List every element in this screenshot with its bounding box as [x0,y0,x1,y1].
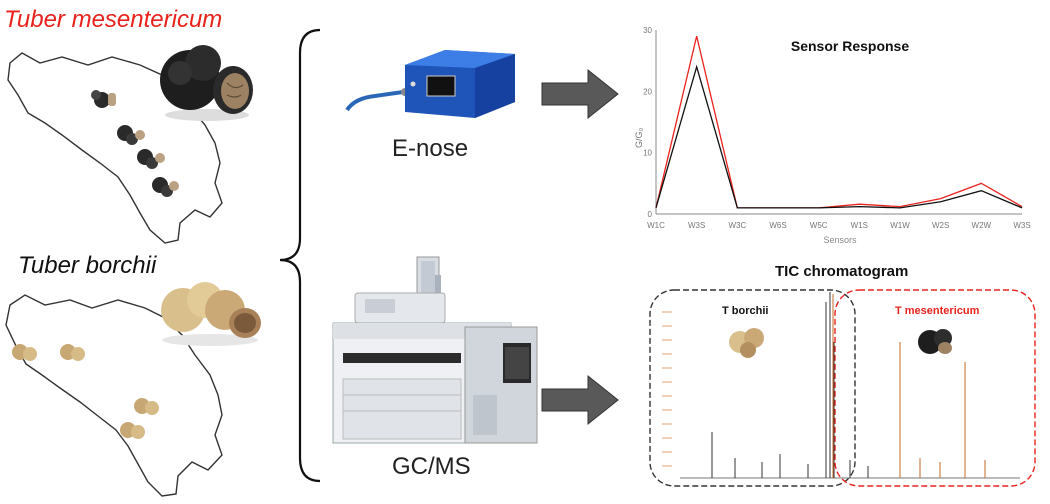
enose-device-icon [345,50,515,118]
x-tick-label: W6S [769,221,786,230]
truffle-icon [91,90,116,108]
y-tick-label: 0 [648,210,653,219]
y-tick-label: 30 [643,26,652,35]
brace-connector [279,28,321,483]
sensor-response-chart: Sensor Response G/G₀ Sensors W1C W3S W3C W6… [634,26,1031,245]
x-tick-label: W3C [728,221,746,230]
black-truffle-thumb-icon [918,329,952,354]
arrow-right-icon [541,374,619,426]
truffle-icon [137,149,165,169]
truffle-icon [60,344,85,361]
x-tick-label: W2S [932,221,949,230]
x-tick-label: W1S [851,221,868,230]
x-axis-label: Sensors [823,235,857,245]
white-truffle-icon [161,282,261,346]
truffle-icon [117,125,145,145]
x-tick-label: W1W [890,221,910,230]
y-tick-label: 10 [643,149,652,158]
gcms-instrument-icon [332,256,538,444]
black-truffle-icon [160,45,253,121]
x-tick-label: W3S [1013,221,1030,230]
truffle-icon [120,422,145,439]
truffle-icon [12,344,37,361]
tic-annotation-mesentericum: T mesentericum [895,305,980,317]
x-tick-label: W3S [688,221,705,230]
region-map-top [7,52,223,244]
arrow-right-icon [541,68,619,120]
truffle-icon [134,398,159,415]
y-axis-label: G/G₀ [634,127,644,148]
region-map-bottom [5,294,223,497]
tic-chart-title: TIC chromatogram [775,263,909,280]
tic-chromatogram-chart: T borchii T mesentericum [649,289,1036,487]
gcms-label: GC/MS [392,453,471,480]
y-tick-label: 20 [643,87,652,96]
x-tick-label: W5C [810,221,828,230]
series-line-0 [655,35,1023,209]
truffle-icon [152,177,179,197]
enose-label: E-nose [392,135,469,162]
chart-title: Sensor Response [791,38,909,54]
x-tick-label: W2W [972,221,992,230]
species-label-bottom: Tuber borchii [18,252,157,279]
species-label-top: Tuber mesentericum [4,6,223,33]
series-line-1 [655,64,1023,209]
tic-annotation-borchii: T borchii [722,305,768,317]
white-truffle-thumb-icon [729,328,764,358]
x-tick-label: W1C [647,221,665,230]
